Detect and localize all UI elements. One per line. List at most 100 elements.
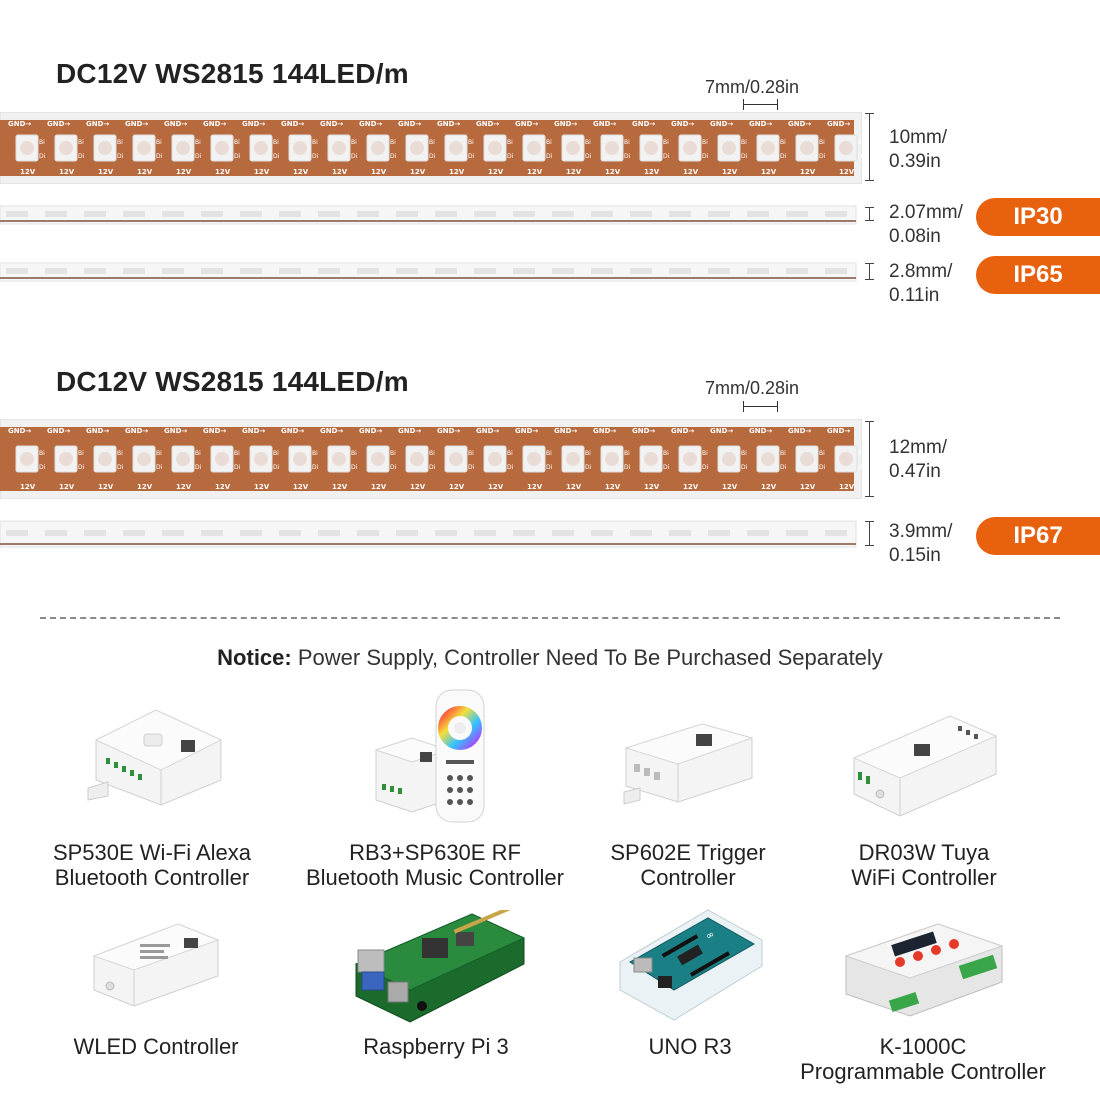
led-lens (761, 452, 775, 466)
strip-gnd-label: GND→ (593, 427, 616, 435)
led-lens (605, 452, 619, 466)
section-divider (40, 617, 1060, 619)
strip-side-led (825, 530, 847, 536)
strip-bi-label: Bi (117, 450, 123, 457)
led-lens (644, 452, 658, 466)
strip-12v-label: 12V (293, 483, 309, 491)
strip-side-led (591, 211, 613, 217)
strip-side-led (123, 530, 145, 536)
strip-bi-label: Bi (585, 139, 591, 146)
product-label-sp602e: SP602E Trigger Controller (610, 840, 766, 890)
strip-bi-label: Bi (663, 139, 669, 146)
led-lens (449, 141, 463, 155)
strip-di-label: Di (624, 464, 631, 471)
strip-12v-label: 12V (215, 168, 231, 176)
led-lens (839, 141, 853, 155)
strip-side-led (240, 268, 262, 274)
strip-side-led (708, 211, 730, 217)
strip-di-label: Di (156, 153, 163, 160)
led-lens (98, 452, 112, 466)
dr03w-controller-image (852, 715, 998, 817)
strip-12v-label: 12V (449, 168, 465, 176)
strip-12v-label: 12V (605, 483, 621, 491)
led-lens (137, 141, 151, 155)
led-lens (644, 141, 658, 155)
strip-side-led (6, 211, 28, 217)
led-lens (488, 141, 502, 155)
strip-side-led (552, 268, 574, 274)
led-lens (176, 452, 190, 466)
strip-di-label: Di (39, 464, 46, 471)
strip-side-casing (0, 205, 857, 225)
strip-di-label: Di (741, 153, 748, 160)
strip-di-label: Di (702, 464, 709, 471)
strip-di-label: Di (195, 153, 202, 160)
ip67-badge: IP67 (976, 517, 1100, 555)
strip-12v-label: 12V (293, 168, 309, 176)
strip-side-led (6, 268, 28, 274)
rb3-sp630e-image (374, 689, 485, 823)
strip-side-led (123, 268, 145, 274)
led-lens (722, 141, 736, 155)
strip-12v-label: 12V (683, 168, 699, 176)
strip-gnd-label: GND→ (320, 120, 343, 128)
strip-bi-label: Bi (390, 139, 396, 146)
strip-di-label: Di (156, 464, 163, 471)
ip67-thickness-dim: 3.9mm/ 0.15in (889, 521, 953, 566)
led-lens (566, 141, 580, 155)
strip-bi-label: Bi (312, 139, 318, 146)
strip-gnd-label: GND→ (8, 427, 31, 435)
strip-gnd-label: GND→ (788, 120, 811, 128)
strip-bi-label: Bi (78, 450, 84, 457)
strip-12v-label: 12V (605, 168, 621, 176)
strip-12v-label: 12V (371, 483, 387, 491)
strip-12v-label: 12V (98, 483, 114, 491)
strip-12v-label: 12V (20, 483, 36, 491)
strip-side-led (435, 268, 457, 274)
strip-bi-label: Bi (507, 139, 513, 146)
strip-side-led (435, 530, 457, 536)
strip-side-led (279, 530, 301, 536)
strip-12v-label: 12V (371, 168, 387, 176)
strip-gnd-label: GND→ (164, 120, 187, 128)
strip-di-label: Di (429, 464, 436, 471)
strip-bi-label: Bi (468, 139, 474, 146)
strip-bi-label: Bi (585, 450, 591, 457)
strip-di-label: Di (117, 464, 124, 471)
strip-gnd-label: GND→ (125, 120, 148, 128)
strip-gnd-label: GND→ (242, 120, 265, 128)
strip-di-label: Di (468, 153, 475, 160)
strip-side-led (162, 211, 184, 217)
strip-gnd-label: GND→ (359, 120, 382, 128)
product-label-dr03w: DR03W Tuya WiFi Controller (851, 840, 997, 890)
strip-side-led (591, 530, 613, 536)
strip-di-label: Di (351, 153, 358, 160)
ip30-thickness-dim: 2.07mm/ 0.08in (889, 202, 963, 247)
led-lens (449, 452, 463, 466)
strip-12v-label: 12V (98, 168, 114, 176)
strip-bi-label: Bi (429, 139, 435, 146)
section2-width-marker (865, 421, 874, 497)
strip-di-label: Di (390, 153, 397, 160)
strip-side-led (396, 530, 418, 536)
strip-bi-label: Bi (741, 139, 747, 146)
strip-side-led (84, 211, 106, 217)
strip-12v-label: 12V (254, 483, 270, 491)
strip-gnd-label: GND→ (86, 120, 109, 128)
strip-bi-label: Bi (390, 450, 396, 457)
strip-side-led (474, 530, 496, 536)
strip-12v-label: 12V (137, 483, 153, 491)
notice-text: Notice: Power Supply, Controller Need To… (0, 645, 1100, 671)
strip-gnd-label: GND→ (632, 427, 655, 435)
strip-side-led (318, 211, 340, 217)
section1-pitch-label: 7mm/0.28in (705, 77, 800, 97)
strip-di-label: Di (819, 153, 826, 160)
notice-prefix: Notice: (217, 645, 292, 670)
strip-gnd-label: GND→ (476, 427, 499, 435)
strip-side-led (747, 211, 769, 217)
strip-side-led (435, 211, 457, 217)
strip-gnd-label: GND→ (515, 427, 538, 435)
led-lens (59, 141, 73, 155)
strip-side-led (552, 211, 574, 217)
